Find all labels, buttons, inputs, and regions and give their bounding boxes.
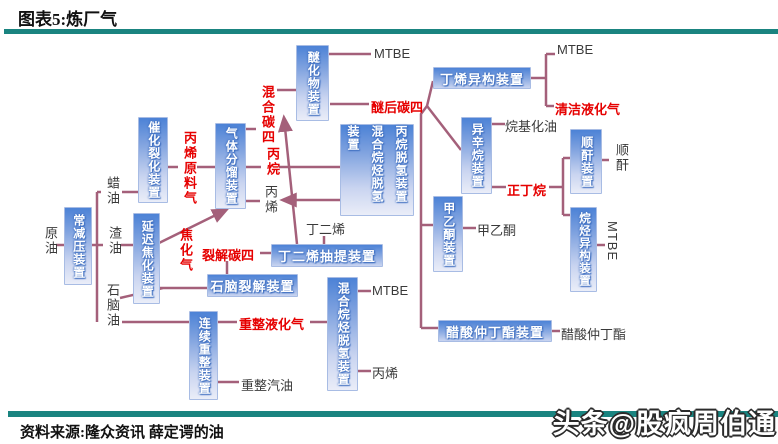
label-coker-gas: 焦化气 — [178, 228, 193, 273]
label-post-ether-c4: 醚后碳四 — [371, 100, 424, 115]
label-mtbe-alkane-isomerization: MTBE — [605, 221, 620, 262]
label-reforming-lpg: 重整液化气 — [239, 317, 305, 332]
label-propylene-feed-gas: 丙烯原料气 — [182, 131, 197, 206]
label-butadiene: 丁二烯 — [306, 222, 346, 237]
unit-sec-butyl-acetate: 醋酸仲丁酯装置 — [438, 320, 552, 342]
label-mtbe-etherification: MTBE — [374, 46, 411, 61]
label-residue-oil: 渣油 — [107, 226, 122, 256]
unit-atmospheric-vacuum-distillation: 常减压装置 — [64, 207, 92, 285]
unit-maleic-anhydride: 顺酐装置 — [570, 129, 602, 194]
unit-butene-isomerization: 丁烯异构装置 — [433, 67, 531, 89]
unit-catalytic-cracking: 催化裂化装置 — [138, 117, 168, 203]
label-propylene-fractionation: 丙烯 — [263, 185, 278, 215]
label-sec-butyl-acetate: 醋酸仲丁酯 — [561, 327, 627, 342]
label-propylene-mixed-dehydro: 丙烯 — [372, 366, 399, 381]
label-alkylate-oil: 烷基化油 — [505, 119, 558, 134]
unit-butadiene-extraction: 丁二烯抽提装置 — [271, 244, 383, 267]
label-mek: 甲乙酮 — [477, 223, 517, 238]
unit-gas-fractionation: 气体分馏装置 — [215, 123, 246, 209]
label-n-butane: 正丁烷 — [507, 183, 547, 198]
label-propane: 丙烷 — [265, 147, 280, 177]
unit-pdh-mixed-alkane-dehydrogenation: 丙烷脱氢装置混合烷烃脱氢装置 — [340, 124, 414, 216]
unit-mixed-alkane-dehydrogenation: 混合烷烃脱氢装置 — [327, 277, 358, 391]
unit-mek: 甲乙酮装置 — [433, 196, 463, 272]
source-note: 资料来源:隆众资讯 薛定谔的油 — [20, 425, 224, 441]
label-mtbe-butene-isomerization: MTBE — [557, 42, 594, 57]
label-reformate-gasoline: 重整汽油 — [241, 378, 294, 393]
unit-isooctane: 异辛烷装置 — [461, 117, 492, 194]
unit-etherification: 醚化物装置 — [296, 45, 329, 121]
label-mtbe-mixed-dehydro: MTBE — [372, 283, 409, 298]
unit-delayed-coking: 延迟焦化装置 — [133, 213, 160, 304]
unit-naphtha-cracking: 石脑裂解装置 — [207, 274, 298, 297]
figure-title: 图表5:炼厂气 — [18, 10, 118, 29]
watermark: 头条@股疯周伯通 — [552, 409, 776, 439]
label-mixed-c4: 混合碳四 — [260, 85, 275, 145]
label-wax-oil: 蜡油 — [105, 176, 120, 206]
label-crude-oil: 原油 — [43, 226, 58, 256]
unit-alkane-isomerization: 烷烃异构装置 — [570, 207, 597, 292]
label-maleic-anhydride: 顺酐 — [614, 143, 629, 173]
label-naphtha: 石脑油 — [105, 283, 120, 328]
unit-continuous-reforming: 连续重整装置 — [189, 311, 218, 400]
footer-divider — [8, 411, 778, 417]
label-cracked-c4: 裂解碳四 — [202, 248, 255, 263]
label-clean-lpg: 清洁液化气 — [555, 102, 621, 117]
header-divider — [4, 29, 778, 34]
